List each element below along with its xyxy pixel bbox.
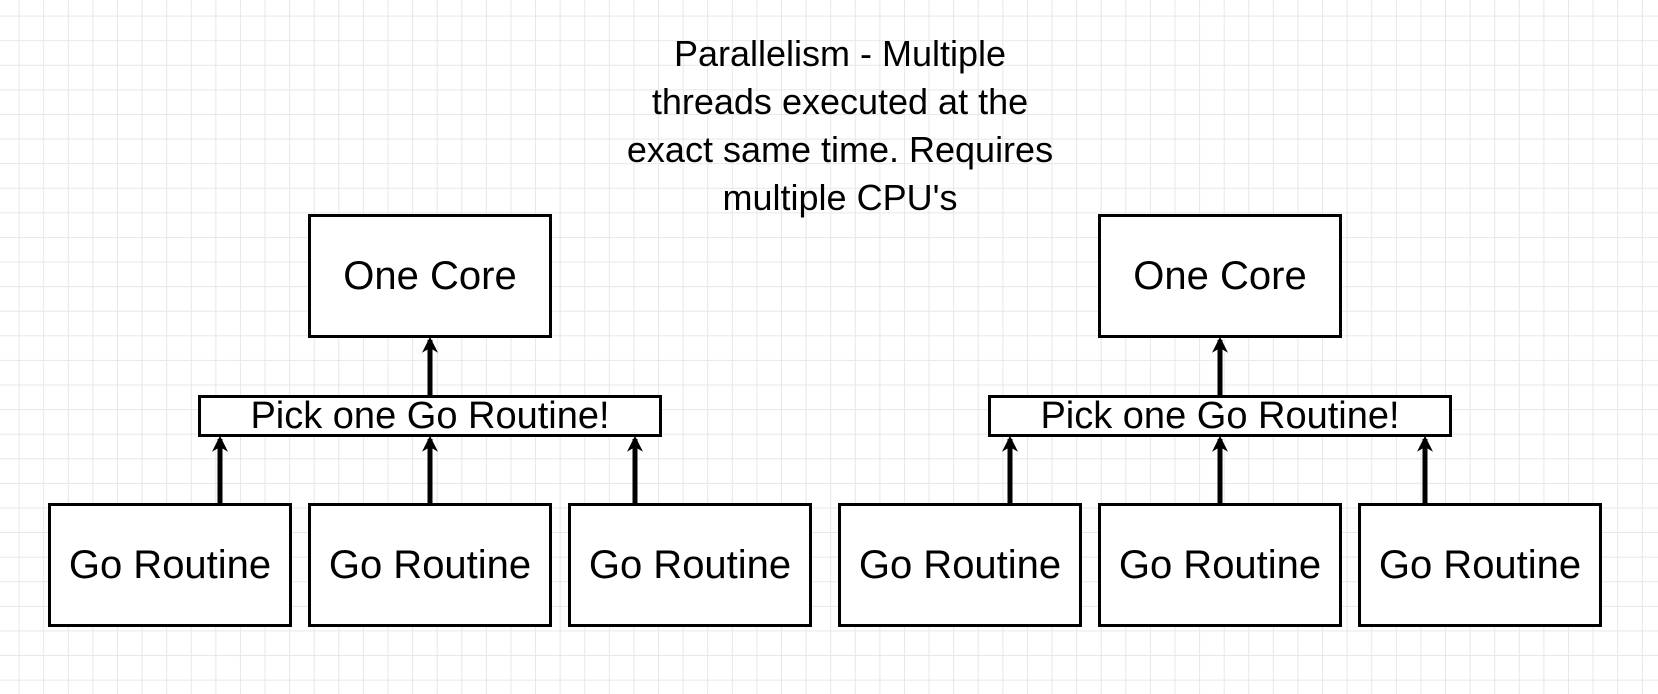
go-routine-label: Go Routine [328, 542, 532, 587]
go-routine-label: Go Routine [1118, 542, 1322, 587]
go-routine-box: Go Routine [1358, 503, 1602, 627]
core-label: One Core [1133, 253, 1307, 298]
go-routine-box: Go Routine [48, 503, 292, 627]
core-label: One Core [343, 253, 517, 298]
go-routine-box: Go Routine [308, 503, 552, 627]
go-routine-label: Go Routine [588, 542, 792, 587]
go-routine-label: Go Routine [858, 542, 1062, 587]
core-box: One Core [1098, 214, 1342, 338]
scheduler-box: Pick one Go Routine! [198, 395, 662, 437]
scheduler-box: Pick one Go Routine! [988, 395, 1452, 437]
core-box: One Core [308, 214, 552, 338]
scheduler-label: Pick one Go Routine! [1040, 395, 1400, 437]
go-routine-box: Go Routine [1098, 503, 1342, 627]
title-line: threads executed at the [651, 81, 1029, 122]
title-line: multiple CPU's [722, 177, 958, 218]
go-routine-label: Go Routine [68, 542, 272, 587]
diagram-title: Parallelism - Multiple threads executed … [580, 30, 1100, 222]
title-line: exact same time. Requires [626, 129, 1054, 170]
scheduler-label: Pick one Go Routine! [250, 395, 610, 437]
go-routine-box: Go Routine [568, 503, 812, 627]
go-routine-box: Go Routine [838, 503, 1082, 627]
go-routine-label: Go Routine [1378, 542, 1582, 587]
title-line: Parallelism - Multiple [673, 33, 1007, 74]
